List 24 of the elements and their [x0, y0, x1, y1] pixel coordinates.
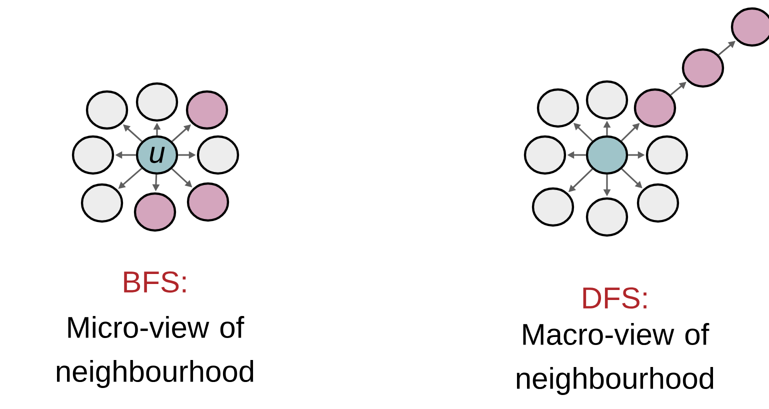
node-circle: [586, 197, 628, 237]
node-circle: [196, 135, 240, 175]
node-circle: [586, 135, 628, 175]
node-circle: [524, 135, 566, 175]
node-circle: [682, 48, 724, 88]
node-circle: [186, 182, 230, 222]
node-circle: [80, 183, 124, 223]
node-circle: [532, 187, 574, 227]
node-circle: [134, 192, 176, 232]
description: Macro-view of neighbourhood: [516, 323, 714, 395]
description: Micro-view of neighbourhood: [56, 316, 254, 388]
node-circle: [586, 80, 628, 120]
node-circle: [646, 135, 688, 175]
node-circle: [636, 183, 680, 223]
node-circle: [536, 88, 580, 128]
node-circle: [186, 90, 228, 130]
node-circle: [86, 90, 128, 130]
node-circle: [136, 82, 178, 122]
node-circle: [730, 7, 769, 47]
method-label: BFS:: [124, 271, 186, 293]
method-label: DFS:: [583, 287, 646, 309]
node-circle: [72, 135, 114, 175]
center-node: u: [136, 135, 178, 175]
node-circle: [634, 88, 676, 128]
